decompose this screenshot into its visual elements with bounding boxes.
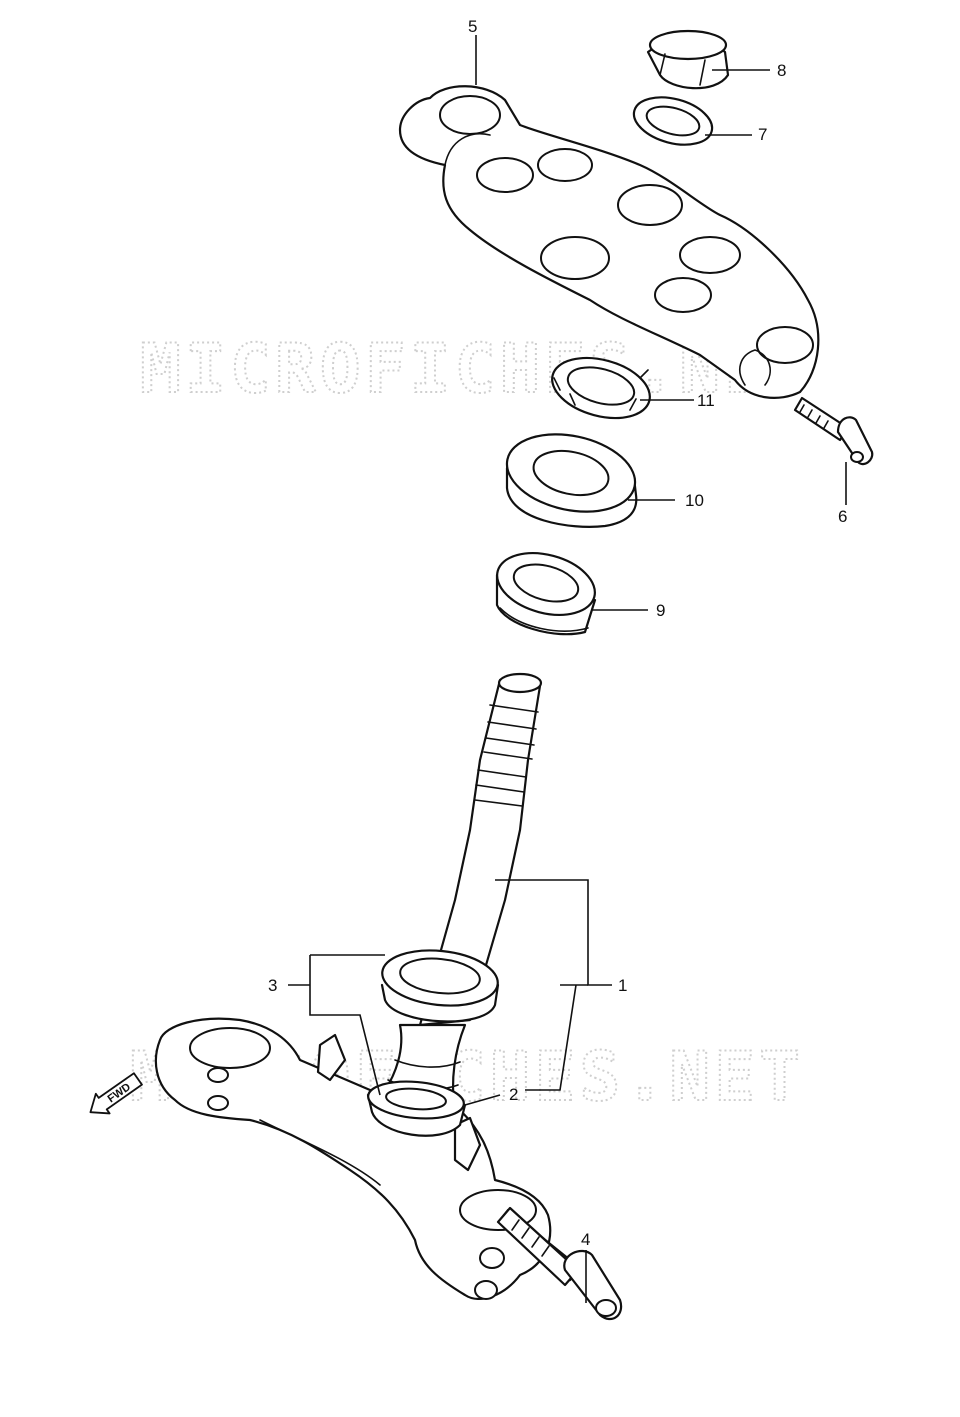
callout-labels: 5 8 7 11 6 10 9 1 2 3 4	[268, 17, 847, 1249]
leader-lines	[288, 35, 847, 1303]
washer-part-7[interactable]	[629, 89, 718, 152]
callout-7: 7	[758, 125, 767, 144]
dust-seal-part-3[interactable]	[379, 945, 500, 1023]
callout-9: 9	[656, 601, 665, 620]
bolt-part-4[interactable]	[496, 1206, 623, 1321]
callout-8: 8	[777, 61, 786, 80]
callout-1: 1	[618, 976, 627, 995]
callout-3: 3	[268, 976, 277, 995]
callout-11: 11	[697, 391, 715, 410]
bearing-part-9[interactable]	[490, 543, 602, 636]
upper-bracket-part-5[interactable]	[398, 85, 820, 399]
bolt-part-6[interactable]	[793, 396, 874, 466]
seal-part-10[interactable]	[500, 423, 643, 528]
cap-nut-part-8[interactable]	[646, 29, 730, 90]
callout-5: 5	[468, 17, 477, 36]
callout-4: 4	[581, 1230, 590, 1249]
callout-6: 6	[838, 507, 847, 526]
lock-nut-part-11[interactable]	[545, 348, 656, 428]
callout-2: 2	[509, 1085, 518, 1104]
lower-bearing-part-2[interactable]	[366, 1078, 467, 1137]
callout-10: 10	[685, 491, 704, 510]
arrow-left-down-icon	[89, 1072, 143, 1115]
